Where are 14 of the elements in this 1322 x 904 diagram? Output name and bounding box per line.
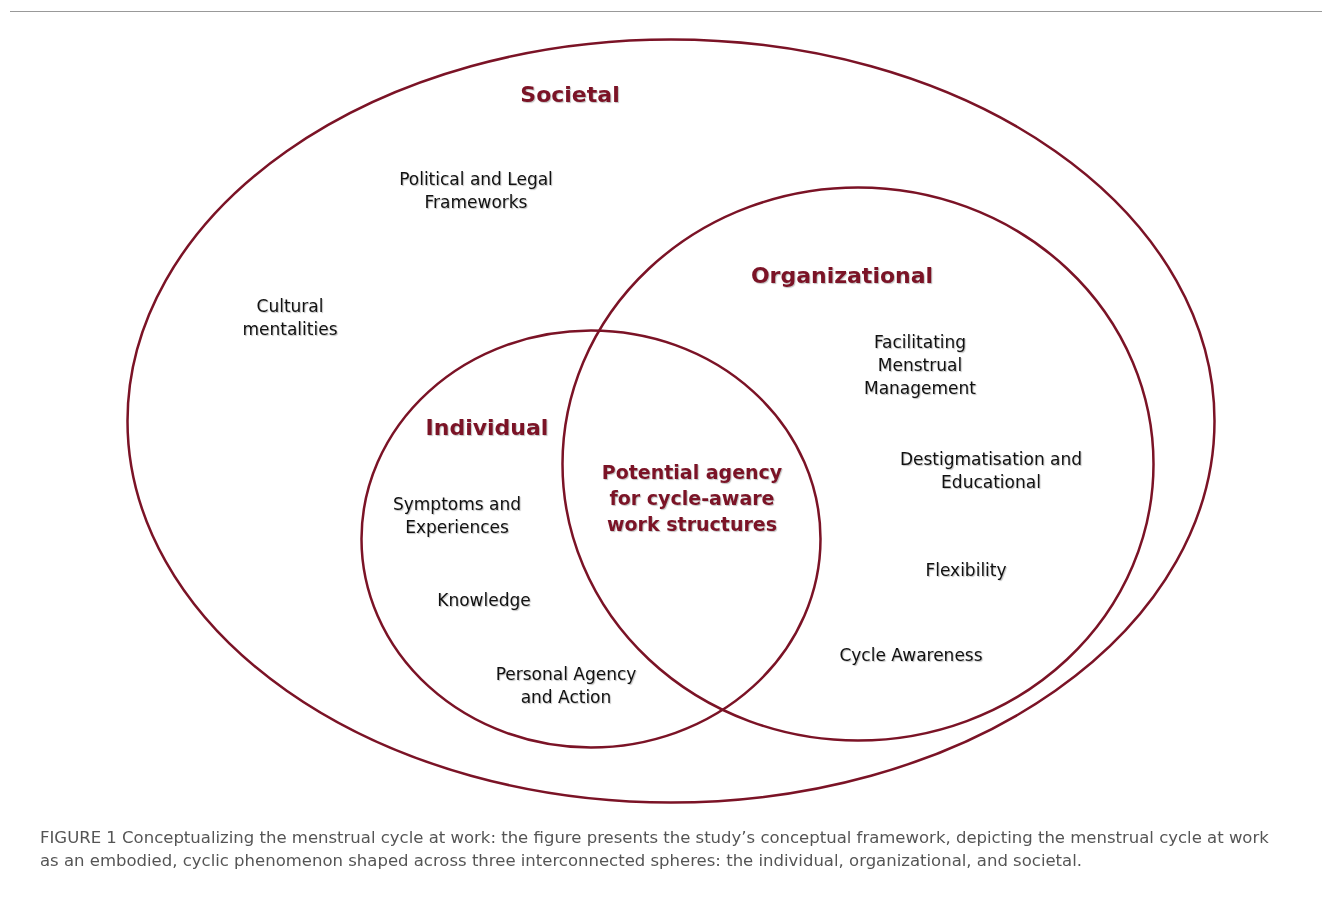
figure-caption: FIGURE 1 Conceptualizing the menstrual cycle at work: the figure presents the study’s conceptual framework, depicting the menstrual cycle at work as an embodied, cyclic phenomenon shaped across three interconnected spheres: the individual, organizational, and societal. [40, 827, 1270, 872]
factor-label: Facilitating Menstrual Management [863, 330, 977, 400]
factor-label: Political and Legal Frameworks [398, 168, 554, 214]
factor-label: Flexibility [924, 558, 1008, 582]
sphere-title: Individual [424, 415, 550, 441]
center-label: Potential agency for cycle-aware work structures [600, 460, 784, 537]
factor-label: Symptoms and Experiences [391, 493, 523, 539]
factor-label: Destigmatisation and Educational [898, 448, 1084, 494]
factor-label: Cultural mentalities [241, 295, 339, 341]
factor-label: Cycle Awareness [838, 643, 984, 667]
sphere-title: Organizational [749, 263, 935, 289]
factor-label: Knowledge [436, 588, 532, 612]
sphere-title: Societal [519, 82, 621, 108]
factor-label: Personal Agency and Action [494, 663, 638, 709]
